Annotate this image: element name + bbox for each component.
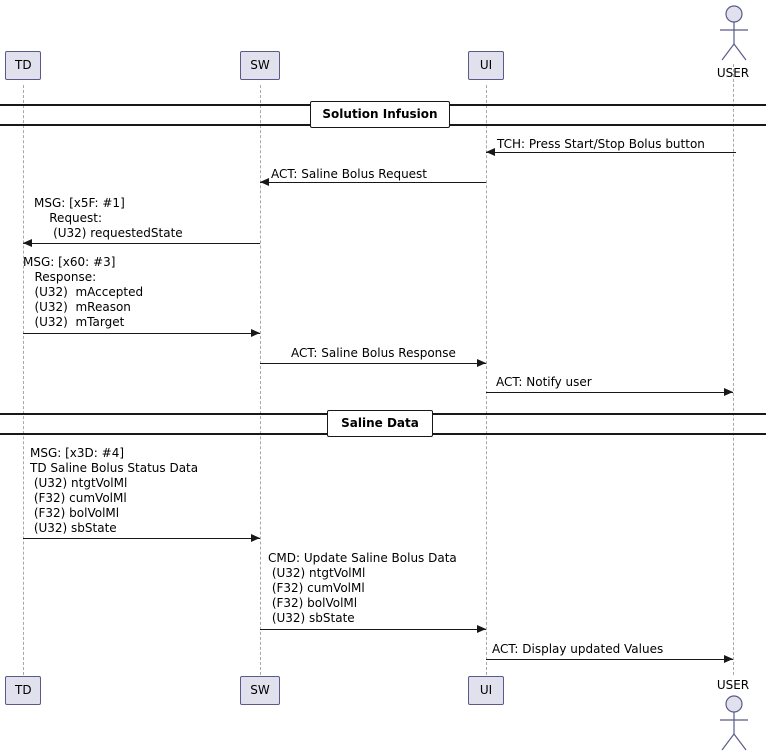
actor-user-top-icon	[720, 5, 748, 61]
lifeline-user	[733, 64, 734, 675]
lifeline-sw	[260, 85, 261, 675]
message-arrow-m8	[260, 629, 486, 630]
message-arrow-m3	[23, 243, 260, 244]
message-arrow-m9	[486, 659, 733, 660]
message-arrow-m4	[23, 333, 260, 334]
message-label-m4: MSG: [x60: #3] Response: (U32) mAccepted…	[23, 255, 144, 329]
message-label-m1: TCH: Press Start/Stop Bolus button	[497, 137, 705, 151]
actor-user-bottom-label: USER	[716, 678, 750, 692]
message-arrowhead-m1	[486, 148, 495, 156]
message-arrow-m2	[260, 182, 486, 183]
divider-saline-data: Saline Data	[327, 410, 433, 437]
actor-user-bottom-icon	[720, 695, 748, 751]
message-arrowhead-m7	[251, 534, 260, 542]
message-label-m2: ACT: Saline Bolus Request	[271, 167, 428, 181]
lifeline-ui	[486, 85, 487, 675]
divider-solution-infusion: Solution Infusion	[310, 101, 450, 128]
lifeline-td	[23, 85, 24, 675]
message-arrowhead-m8	[477, 625, 486, 633]
message-arrowhead-m3	[23, 239, 32, 247]
message-arrowhead-m9	[724, 655, 733, 663]
message-arrow-m6	[486, 392, 733, 393]
participant-ui-top[interactable]: UI	[468, 51, 504, 80]
message-arrowhead-m5	[477, 359, 486, 367]
participant-td-top[interactable]: TD	[5, 51, 41, 80]
message-label-m5: ACT: Saline Bolus Response	[291, 346, 456, 360]
message-label-m8: CMD: Update Saline Bolus Data (U32) ntgt…	[268, 551, 457, 625]
message-arrow-m7	[23, 538, 260, 539]
message-arrow-m1	[486, 152, 736, 153]
participant-ui-bottom[interactable]: UI	[468, 676, 504, 705]
actor-user-top-label: USER	[716, 66, 750, 80]
participant-sw-bottom[interactable]: SW	[240, 676, 280, 705]
message-arrowhead-m4	[251, 329, 260, 337]
message-arrow-m5	[260, 363, 486, 364]
message-label-m7: MSG: [x3D: #4] TD Saline Bolus Status Da…	[30, 446, 199, 535]
message-label-m9: ACT: Display updated Values	[492, 642, 664, 656]
participant-td-bottom[interactable]: TD	[5, 676, 41, 705]
message-label-m3: MSG: [x5F: #1] Request: (U32) requestedS…	[34, 196, 183, 240]
participant-sw-top[interactable]: SW	[240, 51, 280, 80]
message-arrowhead-m6	[724, 388, 733, 396]
message-label-m6: ACT: Notify user	[496, 375, 592, 389]
message-arrowhead-m2	[260, 178, 269, 186]
